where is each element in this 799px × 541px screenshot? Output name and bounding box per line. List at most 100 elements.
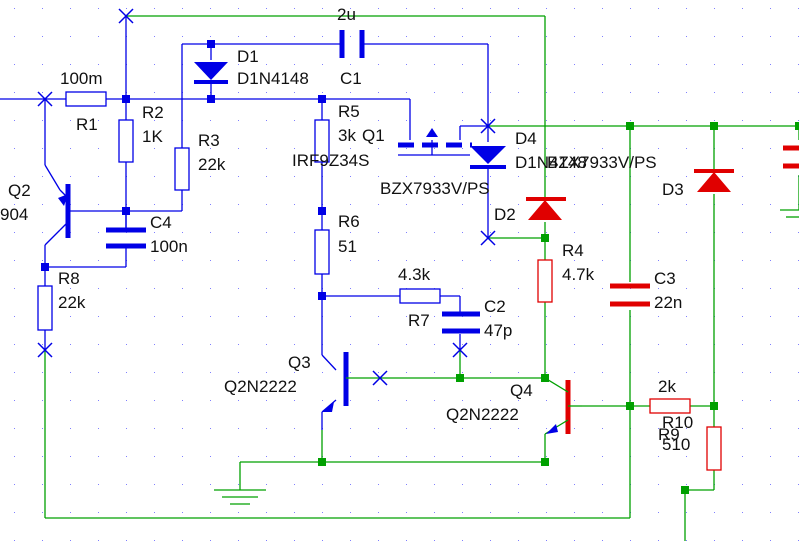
capacitor-c4[interactable] — [106, 227, 146, 249]
transistor-q3[interactable] — [322, 352, 380, 412]
grid-dot — [266, 120, 267, 121]
grid-dot — [238, 232, 239, 233]
grid-dot — [742, 400, 743, 401]
grid-dot — [154, 316, 155, 317]
grid-dot — [602, 512, 603, 513]
grid-dots — [14, 8, 799, 541]
grid-dot — [42, 36, 43, 37]
grid-dot — [546, 92, 547, 93]
zener-d3[interactable] — [694, 169, 734, 192]
grid-dot — [546, 148, 547, 149]
grid-dot — [686, 512, 687, 513]
q2-name-label: Q2 — [8, 181, 31, 200]
grid-dot — [490, 176, 491, 177]
grid-dot — [686, 428, 687, 429]
grid-dot — [42, 204, 43, 205]
grid-dot — [546, 344, 547, 345]
grid-dot — [14, 120, 15, 121]
grid-dot — [266, 456, 267, 457]
grid-dot — [98, 36, 99, 37]
grid-dot — [98, 344, 99, 345]
grid-dot — [574, 260, 575, 261]
grid-dot — [126, 372, 127, 373]
no-connect-markers — [37, 8, 496, 386]
grid-dot — [406, 36, 407, 37]
resistor-r7[interactable] — [399, 288, 441, 304]
c1-name-label: C1 — [340, 69, 362, 88]
grid-dot — [546, 512, 547, 513]
grid-dot — [574, 148, 575, 149]
mosfet-q1[interactable] — [398, 128, 472, 148]
zener-d2[interactable] — [526, 197, 566, 220]
grid-dot — [70, 372, 71, 373]
capacitor-c2[interactable] — [442, 311, 480, 334]
grid-dot — [378, 288, 379, 289]
grid-dot — [350, 36, 351, 37]
resistor-r5[interactable] — [314, 119, 330, 163]
grid-dot — [490, 316, 491, 317]
r4-value-label: 4.7k — [562, 265, 595, 284]
grid-dot — [518, 232, 519, 233]
grid-dot — [602, 8, 603, 9]
grid-dot — [574, 176, 575, 177]
resistor-r9[interactable] — [706, 426, 722, 471]
q2-part-label: 904 — [0, 205, 28, 224]
r2-name-label: R2 — [142, 103, 164, 122]
c4-value-label: 100n — [150, 237, 188, 256]
grid-dot — [490, 232, 491, 233]
grid-dot — [742, 232, 743, 233]
resistor-r8[interactable] — [37, 285, 53, 331]
grid-dot — [350, 344, 351, 345]
resistor-r10[interactable] — [649, 398, 691, 414]
grid-dot — [770, 400, 771, 401]
grid-dot — [686, 120, 687, 121]
grid-dot — [154, 148, 155, 149]
grid-dot — [462, 8, 463, 9]
grid-dot — [322, 8, 323, 9]
grid-dot — [602, 148, 603, 149]
resistor-r6[interactable] — [314, 229, 330, 275]
grid-dot — [238, 428, 239, 429]
grid-dot — [238, 456, 239, 457]
grid-dot — [42, 8, 43, 9]
grid-dot — [126, 484, 127, 485]
c3-name-label: C3 — [654, 269, 676, 288]
q1-part-label: IRF9Z34S — [292, 151, 369, 170]
grid-dot — [602, 428, 603, 429]
resistor-r2[interactable] — [118, 119, 134, 163]
grid-dot — [406, 372, 407, 373]
grid-dot — [574, 512, 575, 513]
grid-dot — [294, 372, 295, 373]
grid-dot — [154, 92, 155, 93]
resistor-r3[interactable] — [174, 147, 190, 191]
grid-dot — [210, 428, 211, 429]
grid-dot — [98, 148, 99, 149]
grid-dot — [126, 428, 127, 429]
c2-value-label: 47p — [484, 321, 512, 340]
c3-value-label: 22n — [654, 293, 682, 312]
diode-d1[interactable] — [194, 62, 228, 84]
grid-dot — [518, 456, 519, 457]
grid-dot — [742, 204, 743, 205]
grid-dot — [70, 288, 71, 289]
grid-dot — [14, 288, 15, 289]
grid-dot — [126, 344, 127, 345]
grid-dot — [210, 400, 211, 401]
diode-d4[interactable] — [470, 146, 506, 169]
resistor-r4[interactable] — [537, 259, 553, 303]
grid-dot — [518, 204, 519, 205]
grid-dot — [70, 484, 71, 485]
transistor-q4[interactable] — [544, 377, 582, 435]
grid-dot — [266, 260, 267, 261]
transistor-q2[interactable] — [58, 184, 71, 238]
resistor-r1[interactable] — [65, 91, 107, 107]
grid-dot — [294, 120, 295, 121]
capacitor-c3[interactable] — [610, 283, 650, 307]
grid-dot — [14, 8, 15, 9]
grid-dot — [322, 372, 323, 373]
grid-dot — [350, 428, 351, 429]
grid-dot — [182, 316, 183, 317]
grid-dot — [378, 8, 379, 9]
capacitor-partial-right[interactable] — [783, 145, 799, 169]
capacitor-c1[interactable] — [339, 30, 365, 58]
